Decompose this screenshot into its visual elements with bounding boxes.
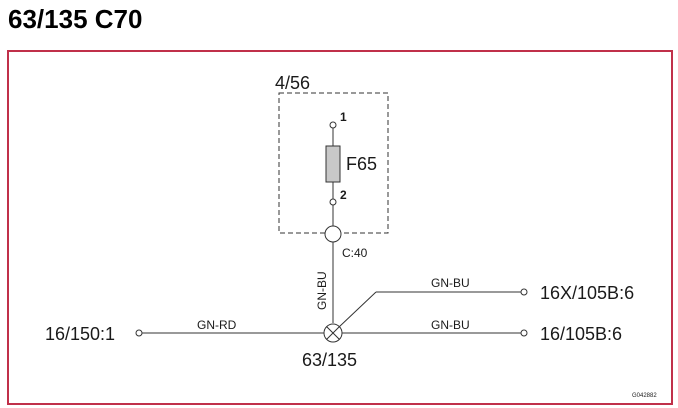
fuse-pin-2 — [329, 198, 337, 206]
wire-left-label: GN-RD — [197, 318, 237, 332]
terminal-lower-right-pin — [520, 329, 528, 337]
fuse-pin-1 — [329, 121, 337, 129]
fuse-name-label: F65 — [346, 154, 377, 174]
terminal-lower-right-label: 16/105B:6 — [540, 324, 622, 344]
wire-upper-right-label: GN-BU — [431, 276, 470, 290]
drawing-id: G042882 — [632, 393, 657, 399]
fuse-pin-1-label: 1 — [340, 110, 347, 124]
fuse-pin-2-label: 2 — [340, 188, 347, 202]
wire-upper-right-diagonal — [339, 291, 377, 327]
page-title: 63/135 C70 — [8, 4, 143, 34]
wire-lower-right-label: GN-BU — [431, 318, 470, 332]
connector-label: C:40 — [342, 246, 368, 260]
connector-c40 — [324, 225, 342, 243]
splice-label: 63/135 — [302, 350, 357, 370]
splice-cross-b — [326, 326, 340, 340]
component-box — [278, 92, 389, 234]
terminal-left-label: 16/150:1 — [45, 324, 115, 344]
wire-vertical-label: GN-BU — [315, 271, 329, 310]
terminal-left-pin — [135, 329, 143, 337]
terminal-upper-right-label: 16X/105B:6 — [540, 283, 634, 303]
terminal-upper-right-pin — [520, 288, 528, 296]
component-box-label: 4/56 — [275, 73, 310, 93]
diagram-frame — [7, 50, 673, 405]
fuse-symbol — [325, 145, 341, 183]
